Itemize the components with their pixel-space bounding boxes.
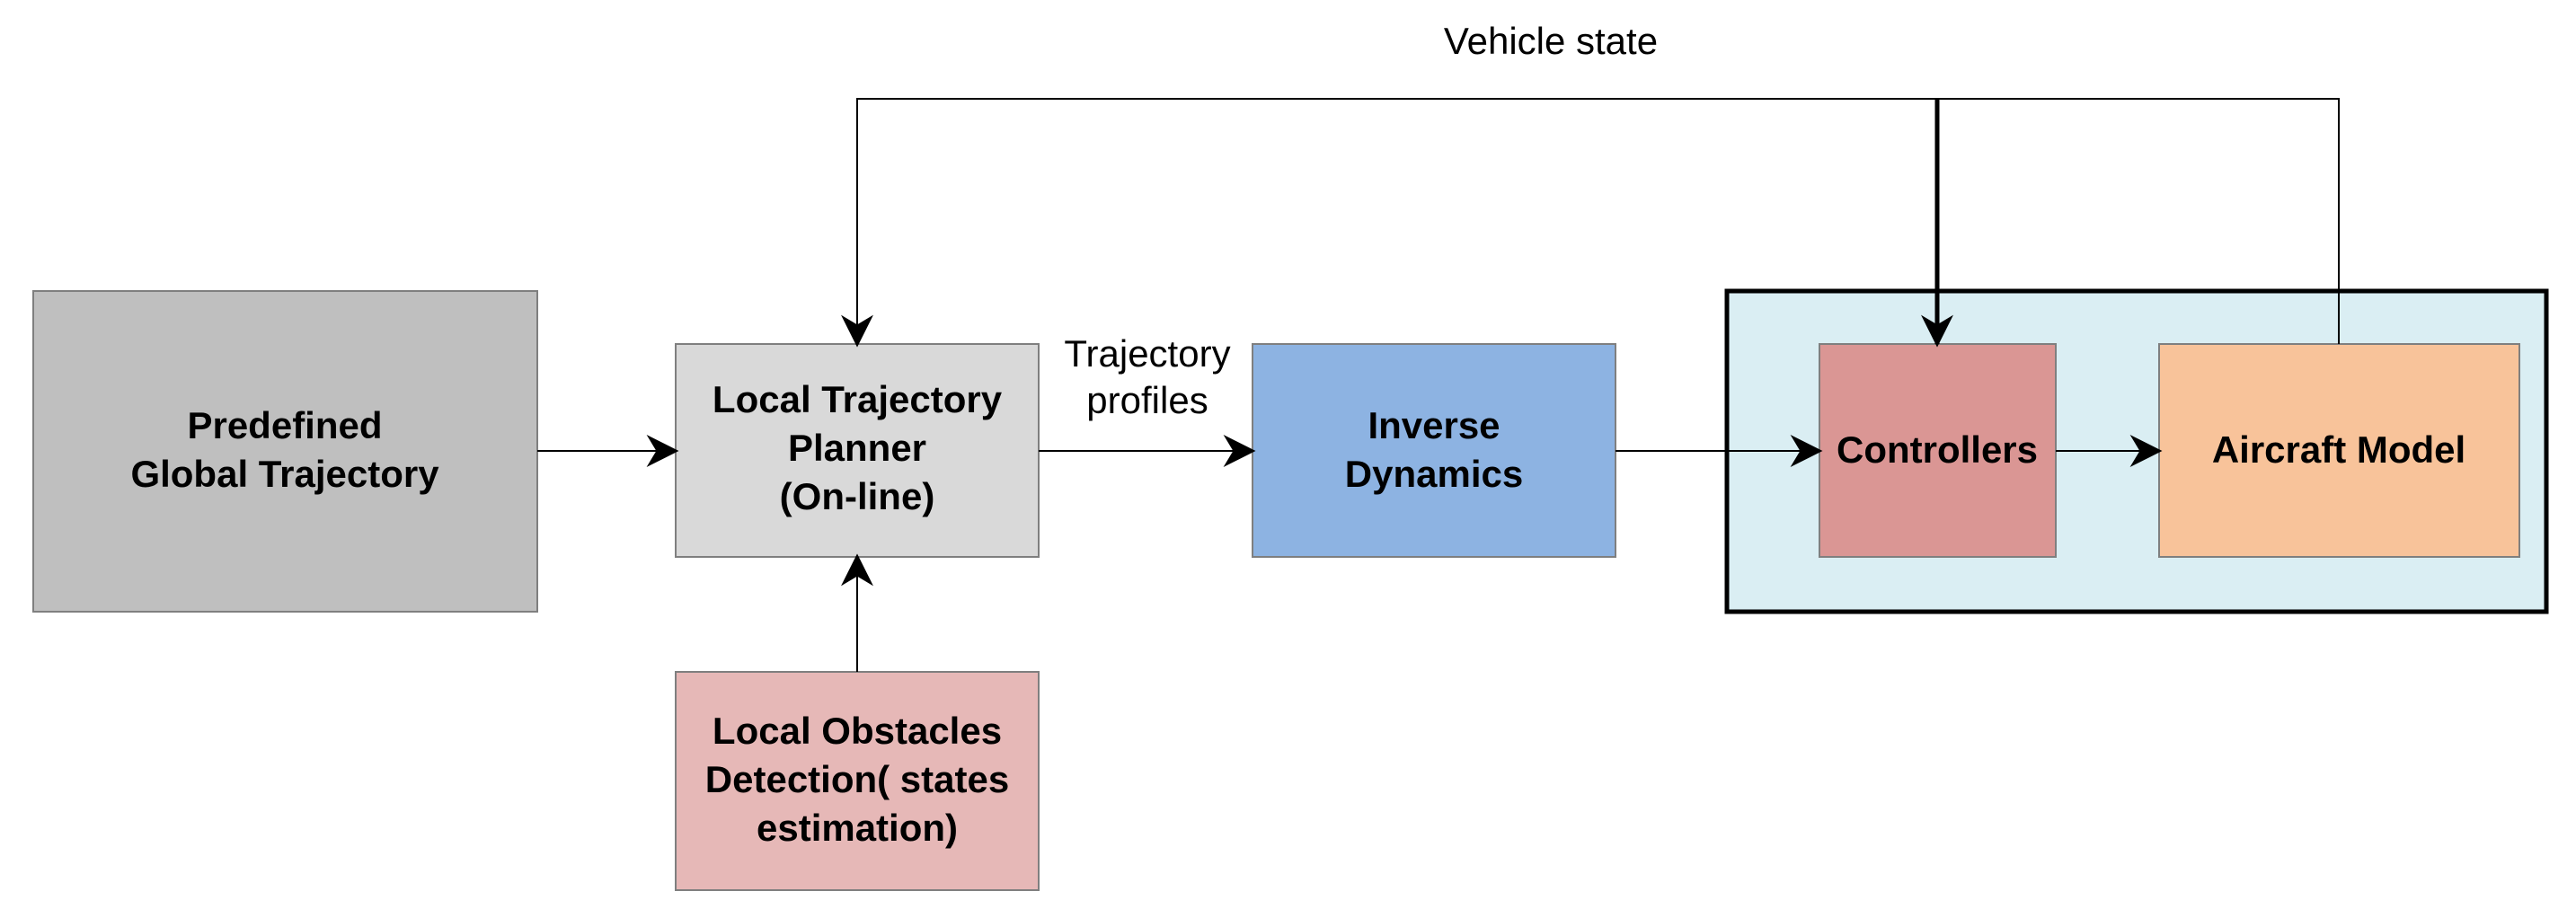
svg-text:Local Trajectory: Local Trajectory	[713, 378, 1003, 420]
svg-text:Vehicle state: Vehicle state	[1444, 20, 1658, 62]
block-label-line: Planner	[788, 427, 926, 469]
local-trajectory-planner-block: Local Trajectory Planner (On-line)	[675, 343, 1040, 558]
svg-text:Aircraft Model: Aircraft Model	[2212, 428, 2465, 471]
inverse-dynamics-block: Inverse Dynamics	[1252, 343, 1616, 558]
block-label-line: estimation)	[757, 807, 958, 849]
svg-text:Dynamics: Dynamics	[1345, 453, 1523, 495]
svg-text:Planner: Planner	[788, 427, 926, 469]
vehicle-state-label: Vehicle state	[1444, 20, 1658, 62]
svg-text:Controllers: Controllers	[1837, 428, 2038, 471]
svg-text:estimation): estimation)	[757, 807, 958, 849]
local-obstacles-detection-block: Local Obstacles Detection( states estima…	[675, 671, 1040, 891]
block-label-line: Detection( states	[705, 758, 1009, 800]
block-label-line: Predefined	[187, 404, 382, 446]
svg-text:Predefined: Predefined	[187, 404, 382, 446]
svg-text:Global Trajectory: Global Trajectory	[130, 453, 439, 495]
block-label-line: Local Obstacles	[713, 710, 1002, 752]
block-label-line: Aircraft Model	[2212, 428, 2465, 471]
aircraft-model-block: Aircraft Model	[2158, 343, 2520, 558]
block-label-line: (On-line)	[780, 475, 935, 517]
predefined-global-trajectory-block: Predefined Global Trajectory	[32, 290, 538, 613]
feedback-vehicle-state-line	[841, 98, 2340, 348]
controllers-block: Controllers	[1819, 343, 2057, 558]
block-label-line: Global Trajectory	[130, 453, 439, 495]
svg-text:Detection( states: Detection( states	[705, 758, 1009, 800]
svg-text:Inverse: Inverse	[1368, 404, 1500, 446]
svg-text:Local Obstacles: Local Obstacles	[713, 710, 1002, 752]
block-label-line: Dynamics	[1345, 453, 1523, 495]
block-label-line: Inverse	[1368, 404, 1500, 446]
svg-text:(On-line): (On-line)	[780, 475, 935, 517]
block-label-line: Controllers	[1837, 428, 2038, 471]
svg-text:profiles: profiles	[1086, 379, 1208, 421]
trajectory-profiles-label-line: profiles	[1086, 379, 1208, 421]
block-label-line: Local Trajectory	[713, 378, 1003, 420]
trajectory-profiles-label-line: Trajectory	[1064, 332, 1230, 375]
svg-text:Trajectory: Trajectory	[1064, 332, 1230, 375]
